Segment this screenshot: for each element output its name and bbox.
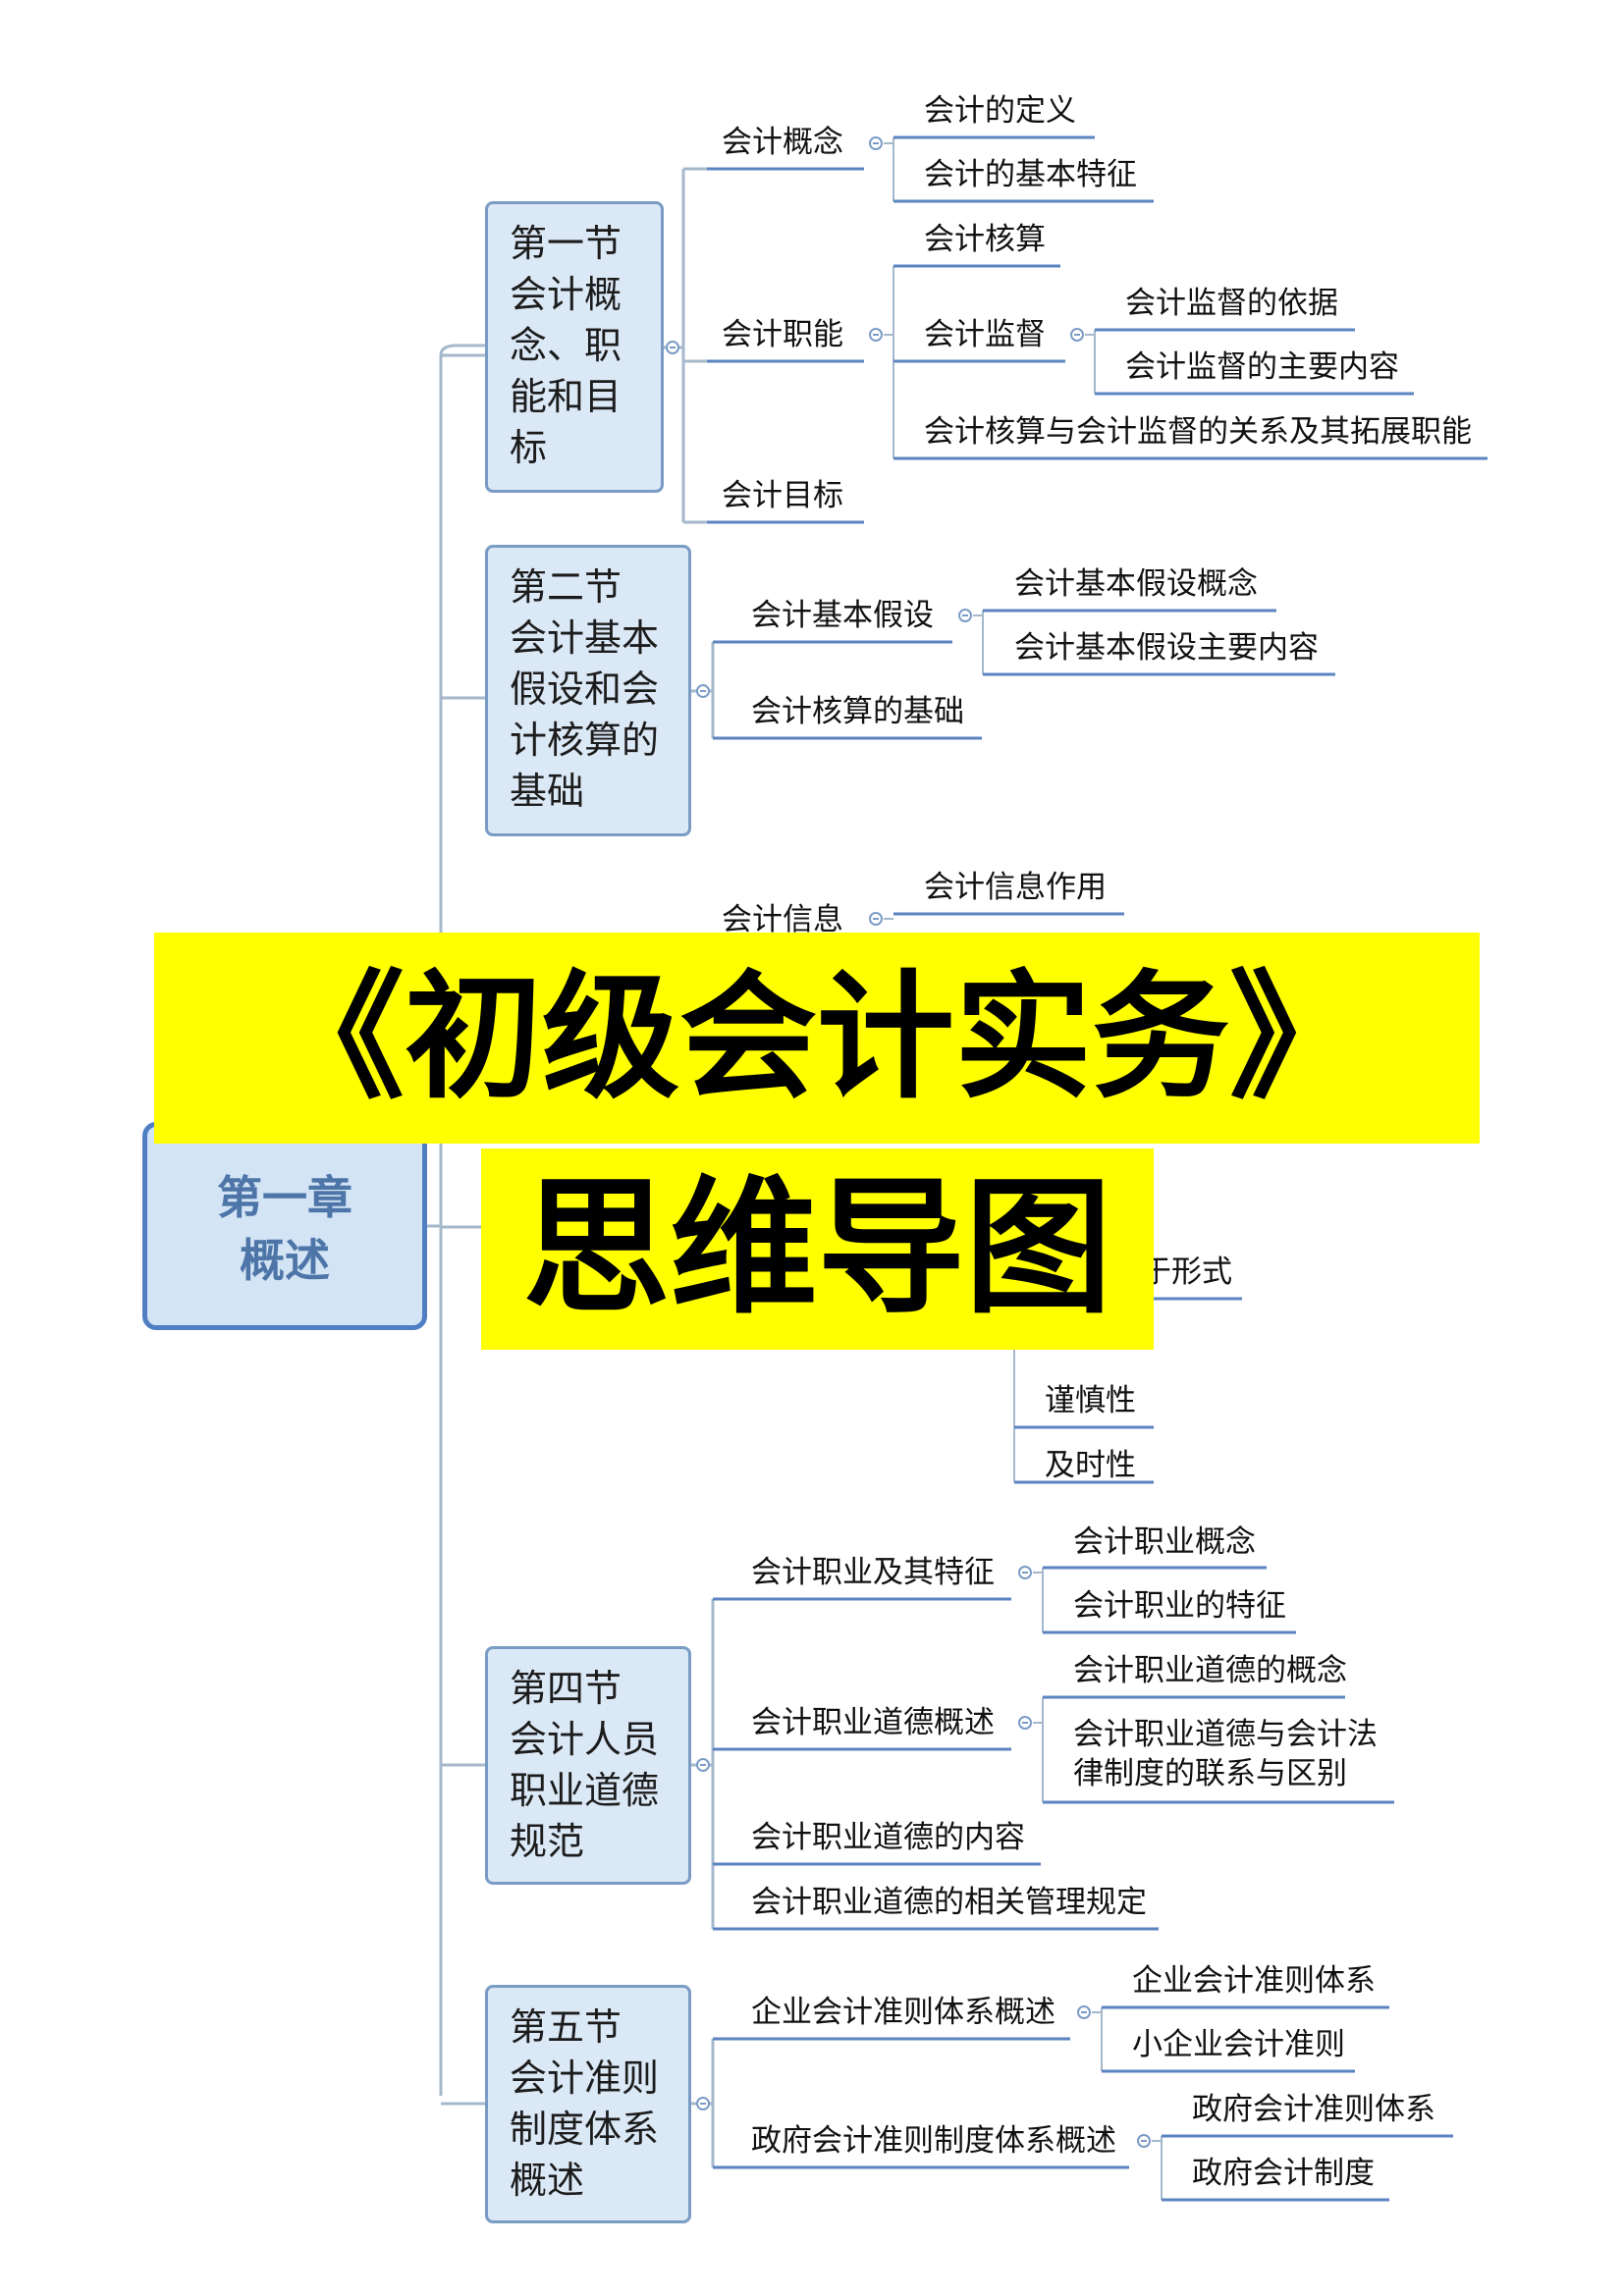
collapse-toggle-icon[interactable] [1018,1566,1032,1579]
leaf-supervision-basis[interactable]: 会计监督的依据 [1125,286,1338,321]
branch-ethics-regulations[interactable]: 会计职业道德的相关管理规定 [751,1885,1147,1920]
collapse-toggle-icon[interactable] [869,912,883,926]
leaf-timeliness[interactable]: 及时性 [1045,1448,1136,1483]
section-1-node[interactable]: 第一节 会计概 念、职 能和目 标 [485,201,664,493]
collapse-toggle-icon[interactable] [1018,1716,1032,1730]
collapse-toggle-icon[interactable] [1137,2134,1151,2148]
branch-accounting-concept[interactable]: 会计概念 [722,125,843,160]
leaf-enterprise-standards-system[interactable]: 企业会计准则体系 [1132,1963,1376,1999]
collapse-toggle-icon[interactable] [666,341,679,354]
banner-title: 《初级会计实务》 [154,933,1480,1144]
leaf-assumption-concept[interactable]: 会计基本假设概念 [1014,566,1258,602]
leaf-ethics-law-relation[interactable]: 会计职业道德与会计法 律制度的联系与区别 [1073,1717,1378,1791]
collapse-toggle-icon[interactable] [1077,2005,1091,2019]
section-4-node[interactable]: 第四节 会计人员 职业道德 规范 [485,1646,691,1885]
leaf-accounting-definition[interactable]: 会计的定义 [924,93,1076,129]
section-5-node[interactable]: 第五节 会计准则 制度体系 概述 [485,1985,691,2223]
leaf-government-standards-system[interactable]: 政府会计准则体系 [1192,2092,1435,2127]
collapse-toggle-icon[interactable] [696,684,710,698]
branch-ethics-overview[interactable]: 会计职业道德概述 [751,1705,995,1740]
collapse-toggle-icon[interactable] [696,2097,710,2110]
leaf-supervision-content[interactable]: 会计监督的主要内容 [1125,349,1399,385]
leaf-accounting-calculation[interactable]: 会计核算 [924,222,1046,257]
collapse-toggle-icon[interactable] [869,328,883,342]
branch-government-standards[interactable]: 政府会计准则制度体系概述 [751,2123,1116,2159]
collapse-toggle-icon[interactable] [696,1758,710,1772]
leaf-profession-features[interactable]: 会计职业的特征 [1073,1588,1286,1624]
branch-basic-assumptions[interactable]: 会计基本假设 [751,598,934,633]
branch-accounting-information[interactable]: 会计信息 [722,902,843,937]
leaf-profession-concept[interactable]: 会计职业概念 [1073,1524,1256,1560]
leaf-prudence[interactable]: 谨慎性 [1045,1383,1136,1418]
section-connector [439,344,485,356]
leaf-assumption-content[interactable]: 会计基本假设主要内容 [1014,630,1319,666]
banner-subtitle: 思维导图 [481,1148,1154,1350]
branch-accounting-functions[interactable]: 会计职能 [722,317,843,352]
leaf-calc-supervision-relation[interactable]: 会计核算与会计监督的关系及其拓展职能 [924,414,1472,450]
collapse-toggle-icon[interactable] [958,609,972,622]
leaf-information-role[interactable]: 会计信息作用 [924,870,1107,905]
branch-accounting-basis[interactable]: 会计核算的基础 [751,694,964,729]
root-node-chapter-1[interactable]: 第一章 概述 [142,1122,427,1330]
leaf-accounting-basic-features[interactable]: 会计的基本特征 [924,157,1137,192]
collapse-toggle-icon[interactable] [1070,328,1084,342]
branch-enterprise-standards[interactable]: 企业会计准则体系概述 [751,1995,1055,2030]
branch-accounting-objective[interactable]: 会计目标 [722,478,843,513]
branch-profession-features[interactable]: 会计职业及其特征 [751,1555,995,1590]
branch-ethics-content[interactable]: 会计职业道德的内容 [751,1820,1025,1855]
collapse-toggle-icon[interactable] [869,136,883,150]
leaf-small-enterprise-standards[interactable]: 小企业会计准则 [1132,2027,1345,2062]
leaf-ethics-concept[interactable]: 会计职业道德的概念 [1073,1653,1347,1688]
section-2-node[interactable]: 第二节 会计基本 假设和会 计核算的 基础 [485,545,691,836]
branch-accounting-supervision[interactable]: 会计监督 [924,317,1046,352]
leaf-government-accounting-system[interactable]: 政府会计制度 [1192,2156,1375,2191]
leaf-substance-over-form-partial[interactable]: 于形式 [1141,1255,1232,1290]
